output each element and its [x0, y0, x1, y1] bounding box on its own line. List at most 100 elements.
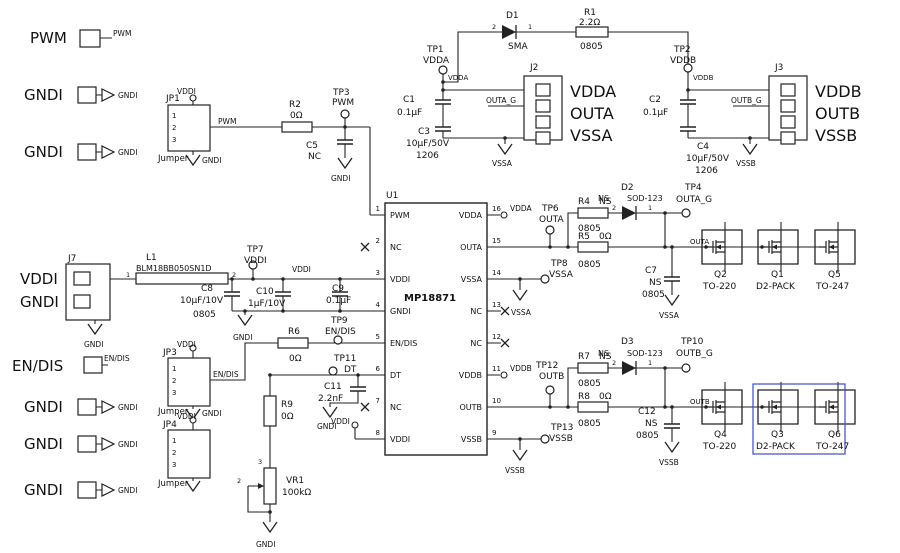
q2-symbol — [705, 229, 726, 265]
q6-symbol — [818, 389, 839, 425]
endis-port-box — [83, 356, 103, 374]
tp8-ref: TP8 — [550, 259, 568, 269]
gndi-port-label-6: GNDI — [24, 481, 63, 499]
u1-pin1-number: 1 — [376, 205, 380, 213]
tp3-label: PWM — [332, 98, 354, 108]
tp1-circle — [438, 65, 448, 75]
jp3-gndi-label: GNDI — [202, 409, 221, 418]
j2-pin2-square — [535, 99, 551, 113]
outb-g-label: OUTB_G — [731, 96, 762, 105]
test-point-circles — [248, 63, 693, 444]
jp3-endis-label: EN/DIS — [213, 370, 239, 379]
q4-ref: Q4 — [714, 430, 727, 440]
q4-symbol — [705, 389, 726, 425]
d1-symbol — [502, 25, 516, 39]
c2-ref: C2 — [649, 95, 661, 105]
d2-ref: D2 — [621, 183, 634, 193]
q2-ref: Q2 — [714, 270, 727, 280]
c7-value: NS — [649, 278, 662, 288]
r2-symbol — [281, 121, 313, 133]
r1-symbol — [575, 26, 609, 38]
c8-ref: C8 — [201, 284, 213, 294]
u1-pin10-name: OUTB — [459, 403, 482, 412]
c11-ref: C11 — [324, 382, 342, 392]
u1-pin9-number: 9 — [492, 429, 496, 437]
tp13-circle — [540, 434, 550, 444]
j2-outa-label: OUTA — [570, 104, 614, 123]
u1-pin4-name: GNDI — [390, 307, 411, 316]
q5-package: TO-247 — [815, 282, 849, 292]
vddi-pin8-label: VDDI — [331, 417, 350, 426]
nc-x-marks — [360, 242, 510, 412]
jp3-pin3: 3 — [172, 389, 176, 397]
j2-vdda-label: VDDA — [570, 82, 616, 101]
l1-part-number: BLM18BB050SN1D — [136, 264, 212, 273]
d3-pin2: 2 — [612, 359, 616, 367]
tp11-circle — [328, 366, 338, 376]
j2-pin1-square — [535, 83, 551, 97]
j2-pin3-square — [535, 115, 551, 129]
gndi-port-label-5: GNDI — [24, 435, 63, 453]
c10-value: 1μF/10V — [248, 299, 286, 309]
u1-pin14-name: VSSA — [461, 275, 483, 284]
gndi-port-box-4 — [77, 435, 97, 453]
c10-ref: C10 — [256, 287, 274, 297]
jp4-pin3: 3 — [172, 461, 176, 469]
u1-pin3-number: 3 — [376, 269, 380, 277]
r9-symbol — [263, 395, 277, 427]
c3-value: 10μF/50V — [406, 139, 450, 149]
r6-value: 0Ω — [289, 354, 302, 364]
vr1-ref: VR1 — [286, 476, 304, 486]
u1-pin15-number: 15 — [492, 237, 501, 245]
jp3-vddi-circle — [189, 344, 197, 352]
tp8-circle — [540, 274, 550, 284]
r7-ref: R7 — [578, 352, 590, 362]
vddi-port-label: VDDI — [20, 270, 58, 288]
d3-ns-label: NS — [598, 349, 609, 358]
resistor-symbols — [258, 26, 609, 505]
u1-pin1-name: PWM — [390, 211, 410, 220]
tp10-label: OUTB_G — [676, 349, 713, 359]
jp4-body — [167, 429, 211, 479]
vssa-label-2: VSSA — [511, 308, 532, 317]
c12-value: NS — [645, 419, 658, 429]
u1-pin10-number: 10 — [492, 397, 501, 405]
c1-value: 0.1μF — [397, 108, 422, 118]
vr1-symbol — [263, 467, 277, 505]
vr1-gnd-label: GNDI — [256, 540, 275, 549]
u1-ref: U1 — [386, 191, 398, 201]
pin16-vdda-circle — [500, 211, 508, 219]
r5-ref: R5 — [578, 232, 590, 242]
vssa-label-1: VSSA — [492, 159, 513, 168]
power-net-circles — [189, 94, 508, 429]
u1-pin12-number: 12 — [492, 333, 501, 341]
pin11-vddb-circle — [500, 371, 508, 379]
jp4-ref: JP4 — [162, 420, 177, 430]
q3-symbol — [761, 389, 782, 425]
u1-pin2-number: 2 — [376, 237, 380, 245]
gndi-port-box-5 — [77, 481, 97, 499]
j7-gnd-label: GNDI — [84, 340, 103, 349]
q1-ref: Q1 — [771, 270, 784, 280]
u1-pin8-name: VDDI — [390, 435, 410, 444]
pwm-net-label: PWM — [113, 29, 131, 38]
endis-port-label: EN/DIS — [12, 357, 63, 375]
u1-pin7-number: 7 — [376, 397, 380, 405]
jp1-body — [167, 104, 211, 152]
tp13-ref: TP13 — [550, 423, 573, 433]
c3-package: 1206 — [416, 151, 439, 161]
r6-symbol — [277, 337, 309, 349]
r7-package: 0805 — [578, 379, 601, 389]
u1-pin11-number: 11 — [492, 365, 501, 373]
tp9-circle — [333, 335, 343, 345]
vssb-label-1: VSSB — [736, 159, 756, 168]
jp3-ref: JP3 — [162, 348, 177, 358]
u1-pin7-name: NC — [390, 403, 402, 412]
jp1-pin3: 3 — [172, 136, 176, 144]
j3-pin4-square — [780, 131, 796, 145]
u1-body — [384, 202, 488, 456]
d2-pin1: 1 — [648, 204, 652, 212]
connectors — [65, 29, 808, 499]
